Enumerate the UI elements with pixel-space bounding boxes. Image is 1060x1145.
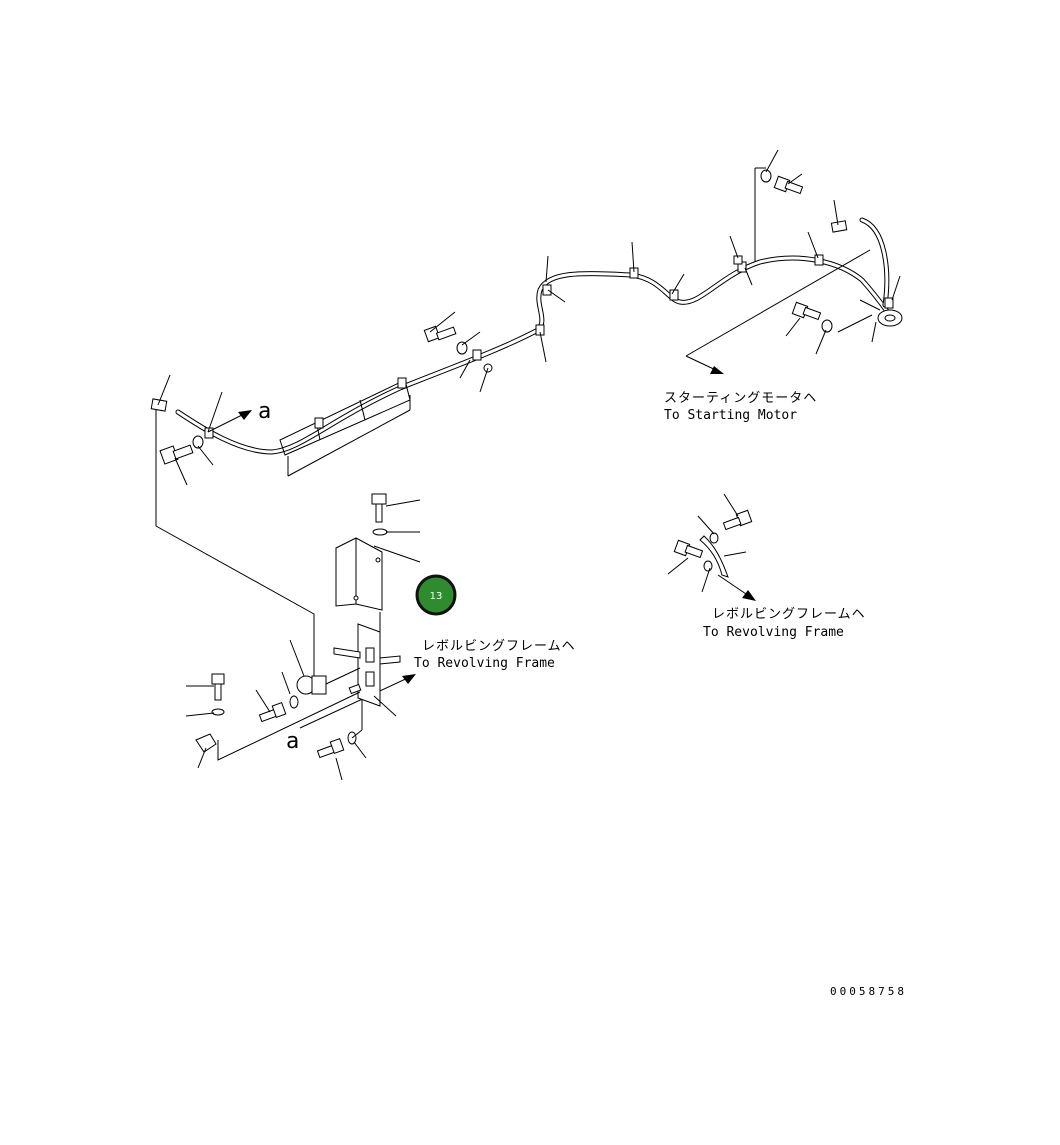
- clamp: [397, 377, 407, 389]
- washer: [211, 708, 225, 716]
- upper-fasteners: [159, 169, 894, 465]
- clamp: [542, 284, 552, 296]
- document-number: 00058758: [830, 985, 907, 998]
- ref-a-top: a: [258, 399, 271, 424]
- bolt: [423, 325, 457, 343]
- connector: [195, 733, 217, 753]
- bolt: [773, 175, 804, 195]
- washer: [289, 695, 299, 709]
- connector-end-right: [830, 220, 848, 233]
- bolt: [722, 509, 753, 531]
- bolt: [316, 738, 345, 759]
- washer: [192, 435, 204, 449]
- washer: [372, 528, 388, 536]
- clamp: [535, 324, 545, 336]
- revolving-frame-left-label-en: To Revolving Frame: [414, 656, 555, 671]
- bolt: [791, 301, 822, 321]
- connector-end-left: [150, 398, 168, 412]
- clip: [884, 297, 894, 309]
- ground-terminal-assembly: [667, 493, 753, 593]
- revolving-frame-left-label-jp: レボルビングフレームヘ: [422, 639, 576, 654]
- starting-motor-label-en: To Starting Motor: [664, 408, 797, 423]
- revolving-frame-right-label-en: To Revolving Frame: [703, 625, 844, 640]
- clip: [733, 255, 743, 265]
- cover-plate: [335, 537, 383, 611]
- clamp: [814, 254, 824, 266]
- revolving-frame-right-label-jp: レボルビングフレームヘ: [712, 607, 866, 622]
- terminal-strap: [699, 535, 729, 578]
- starting-motor-label-jp: スターティングモータヘ: [664, 391, 817, 406]
- bracket-assembly: [155, 410, 421, 781]
- clamp: [314, 417, 324, 429]
- bolt: [348, 683, 362, 695]
- bolt: [673, 539, 704, 559]
- mounting-bracket: [357, 623, 381, 707]
- bolt: [211, 673, 225, 701]
- badge-circle[interactable]: [415, 574, 457, 616]
- leader-lines-upper: [157, 149, 901, 486]
- washer: [703, 560, 713, 572]
- bolt: [258, 702, 287, 723]
- direction-arrows: [207, 355, 756, 729]
- washer: [709, 532, 719, 544]
- bolt: [371, 493, 387, 523]
- washer: [821, 319, 833, 333]
- harness-clamps: [204, 254, 824, 439]
- washer: [456, 341, 468, 355]
- washer: [760, 169, 772, 183]
- clamp: [472, 349, 482, 361]
- ref-a-bottom: a: [286, 729, 299, 754]
- callout-badge[interactable]: 13: [415, 574, 457, 616]
- badge-number: 13: [430, 591, 443, 602]
- bolt: [159, 444, 194, 465]
- relay-body: [311, 675, 327, 695]
